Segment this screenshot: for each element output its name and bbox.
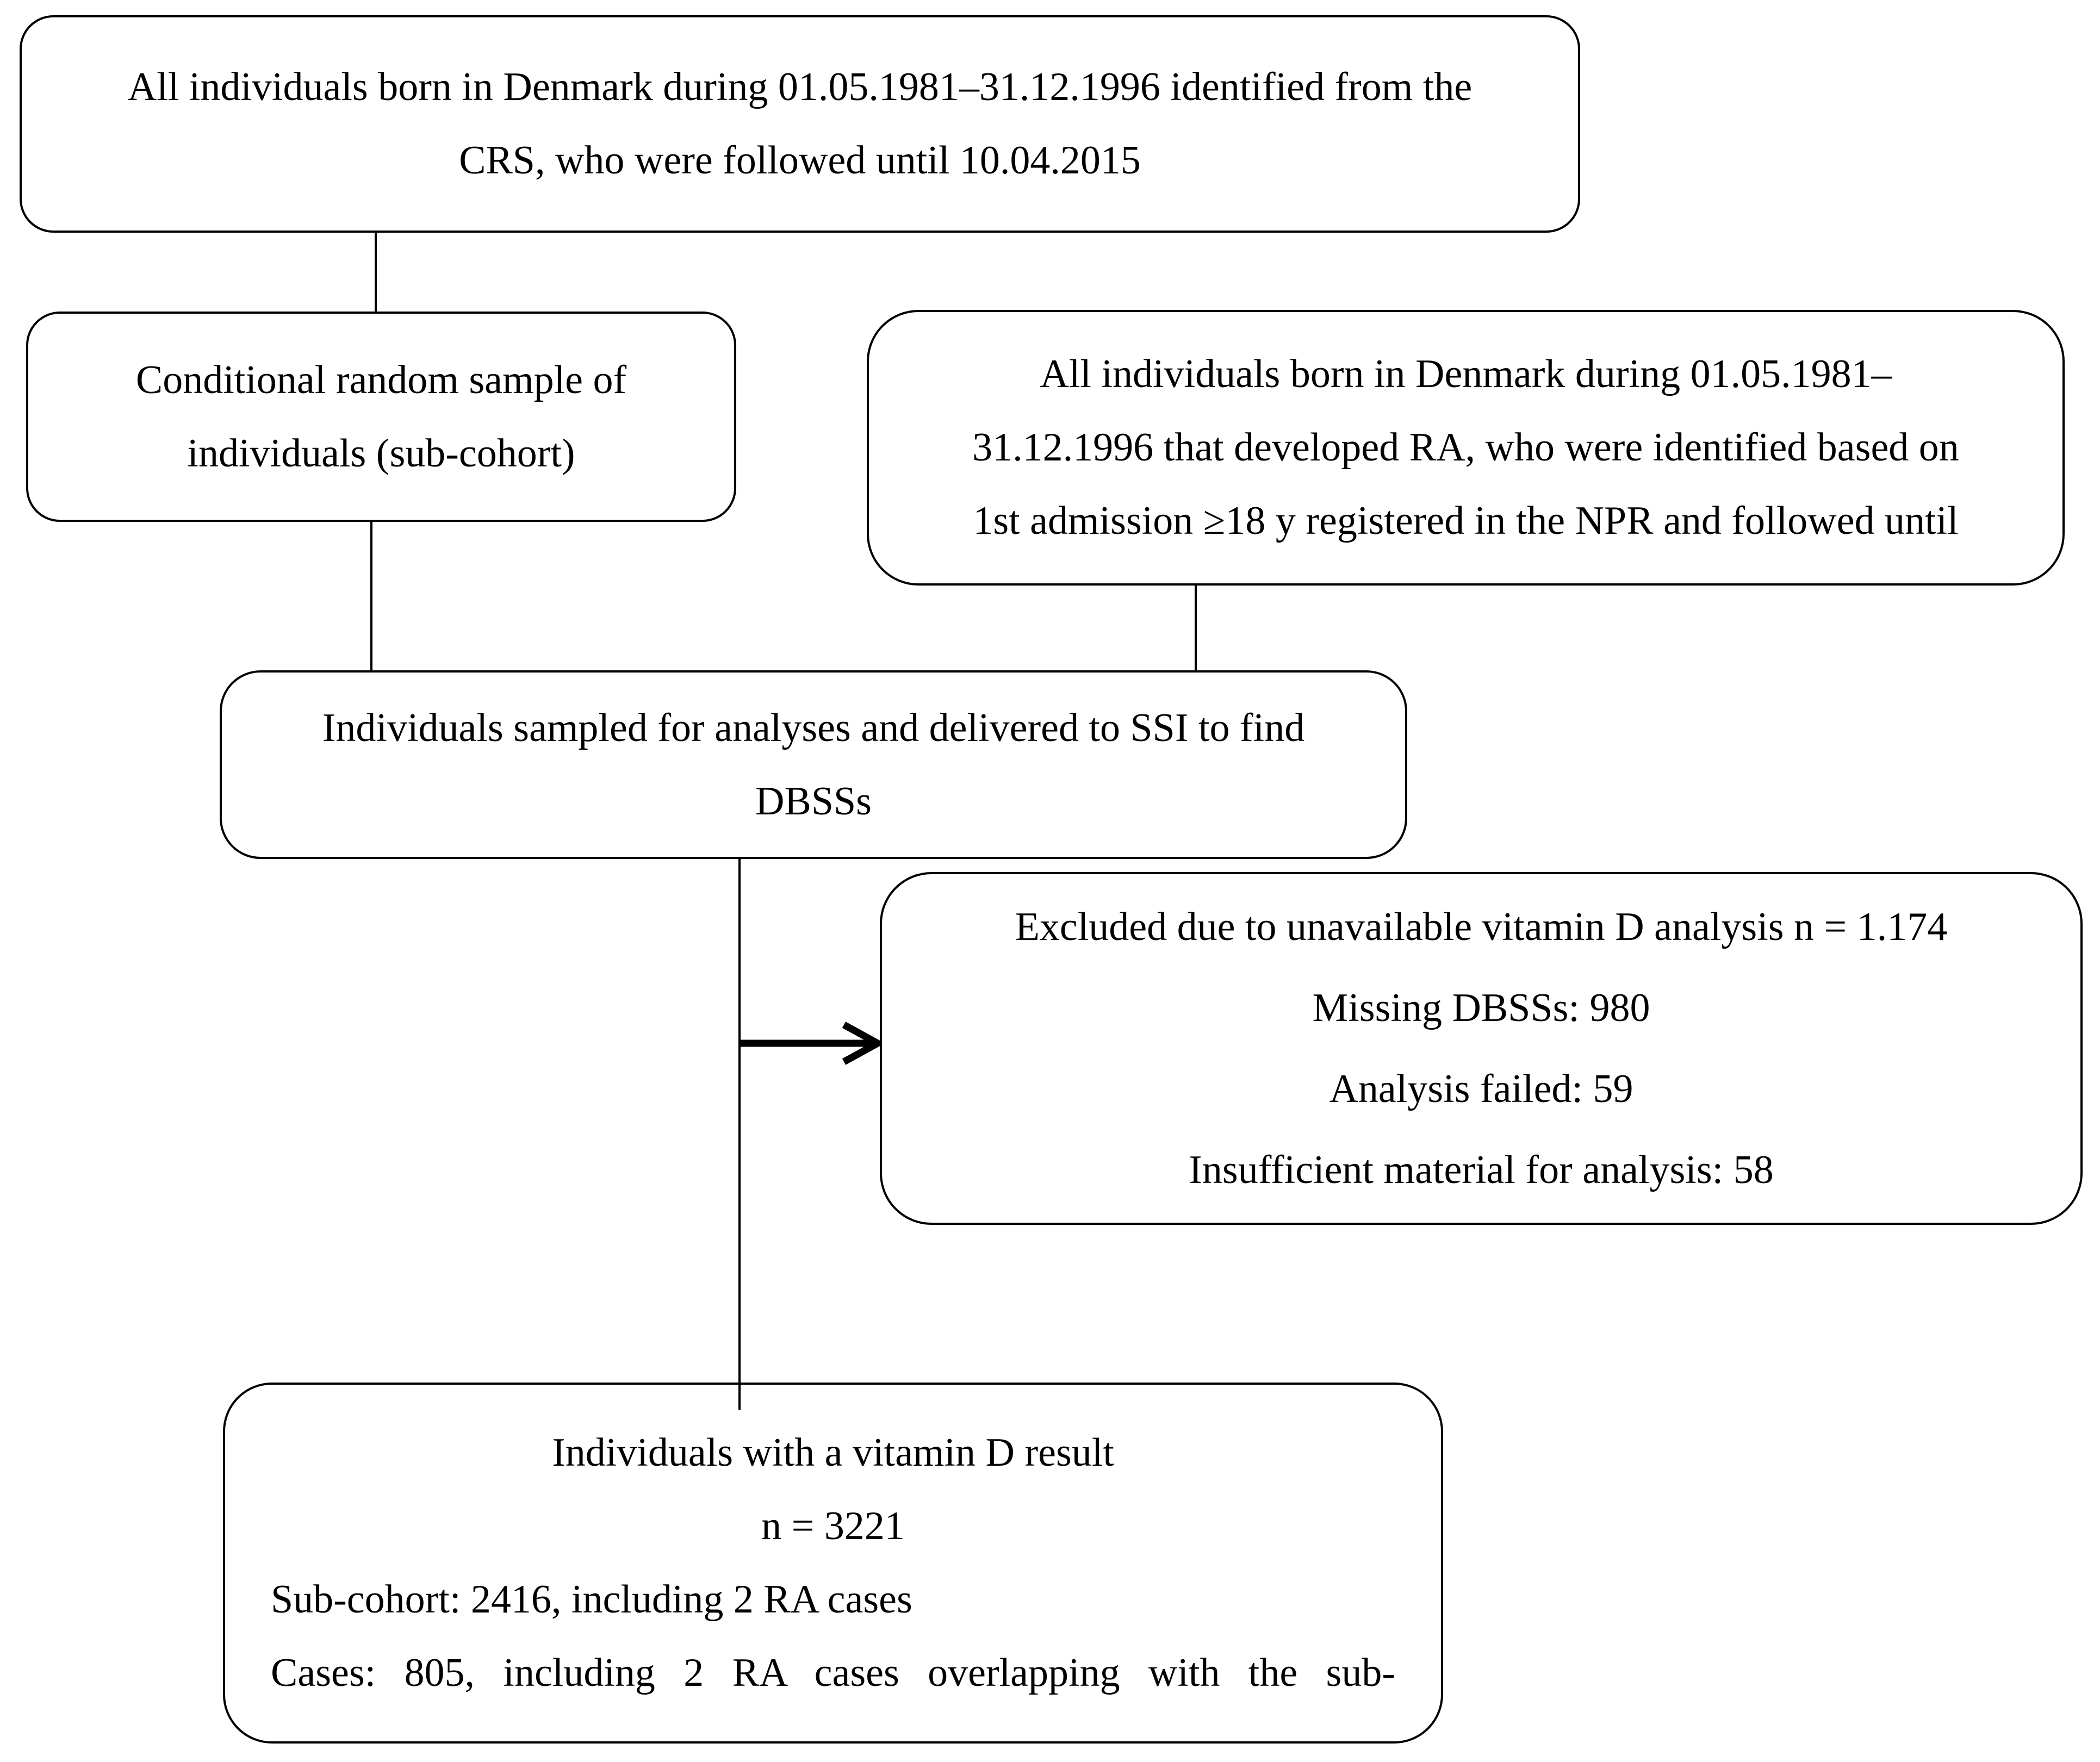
box-sampled-line-1: Individuals sampled for analyses and del… (322, 705, 1305, 750)
box-excluded-line-1: Excluded due to unavailable vitamin D an… (1015, 905, 1948, 949)
box-ra-cases-line-2: 31.12.1996 that developed RA, who were i… (972, 425, 1959, 470)
box-ra-cases: All individuals born in Denmark during 0… (867, 310, 2065, 586)
box-excluded-line-4: Insufficient material for analysis: 58 (1189, 1148, 1774, 1192)
box-vitamin-d-result: Individuals with a vitamin D result n = … (223, 1383, 1443, 1744)
box-result-line-2: n = 3221 (761, 1504, 905, 1548)
connector-sampled-to-result (738, 859, 741, 1410)
box-ra-cases-line-3: 1st admission ≥18 y registered in the NP… (973, 499, 1959, 543)
box-subcohort-line-2: individuals (sub-cohort) (187, 431, 575, 476)
box-source-population-line-1: All individuals born in Denmark during 0… (127, 65, 1473, 109)
box-sampled-line-2: DBSSs (755, 779, 872, 824)
box-sampled-for-analyses: Individuals sampled for analyses and del… (220, 670, 1407, 859)
box-excluded-line-3: Analysis failed: 59 (1329, 1067, 1633, 1111)
box-excluded: Excluded due to unavailable vitamin D an… (880, 872, 2083, 1225)
box-source-population-line-2: CRS, who were followed until 10.04.2015 (459, 138, 1141, 183)
box-result-line-4: Cases: 805, including 2 RA cases overlap… (271, 1651, 1395, 1695)
connector-top-to-subcohort (375, 233, 377, 312)
box-subcohort-line-1: Conditional random sample of (135, 357, 627, 402)
box-subcohort-sample: Conditional random sample of individuals… (26, 312, 736, 522)
box-source-population: All individuals born in Denmark during 0… (20, 15, 1580, 233)
excluded-branch-arrow-icon (738, 1022, 882, 1065)
connector-subcohort-to-sampled (370, 522, 372, 670)
box-excluded-line-2: Missing DBSSs: 980 (1312, 986, 1650, 1030)
box-result-line-3: Sub-cohort: 2416, including 2 RA cases (271, 1577, 912, 1622)
box-ra-cases-line-1: All individuals born in Denmark during 0… (1040, 352, 1892, 396)
box-result-line-1: Individuals with a vitamin D result (552, 1430, 1114, 1475)
connector-ra-to-sampled (1195, 586, 1197, 670)
